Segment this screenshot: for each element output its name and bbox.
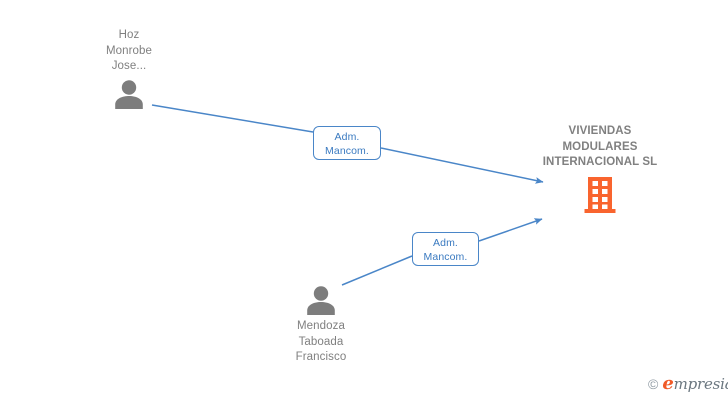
watermark-empresia: © empresia <box>648 373 728 394</box>
person-icon <box>307 286 335 315</box>
brand-initial: e <box>662 373 674 394</box>
node-person-mendoza-taboada-francisco[interactable]: Mendoza Taboada Francisco <box>256 285 386 366</box>
relation-label-adm-mancom-1[interactable]: Adm. Mancom. <box>313 126 381 160</box>
edge-person2-to-relation2 <box>341 255 413 286</box>
edge-relation1-to-company <box>380 147 544 184</box>
company-label: VIVIENDAS MODULARES INTERNACIONAL SL <box>542 125 658 168</box>
building-icon <box>584 176 616 213</box>
edge-person1-to-relation1 <box>151 104 314 133</box>
person-label: Mendoza Taboada Francisco <box>295 320 347 363</box>
node-company-viviendas-modulares-internacional-sl[interactable]: VIVIENDAS MODULARES INTERNACIONAL SL <box>529 124 671 213</box>
person-label: Hoz Monrobe Jose... <box>105 29 153 72</box>
edge-relation2-to-company <box>478 218 543 242</box>
copyright-icon: © <box>648 376 659 392</box>
brand-wordmark: empresia <box>662 373 728 394</box>
person-icon <box>115 79 143 109</box>
relation-label-adm-mancom-2[interactable]: Adm. Mancom. <box>412 232 479 266</box>
node-person-hoz-monrobe-jose[interactable]: Hoz Monrobe Jose... <box>64 28 194 109</box>
brand-rest: mpresia <box>673 375 728 393</box>
